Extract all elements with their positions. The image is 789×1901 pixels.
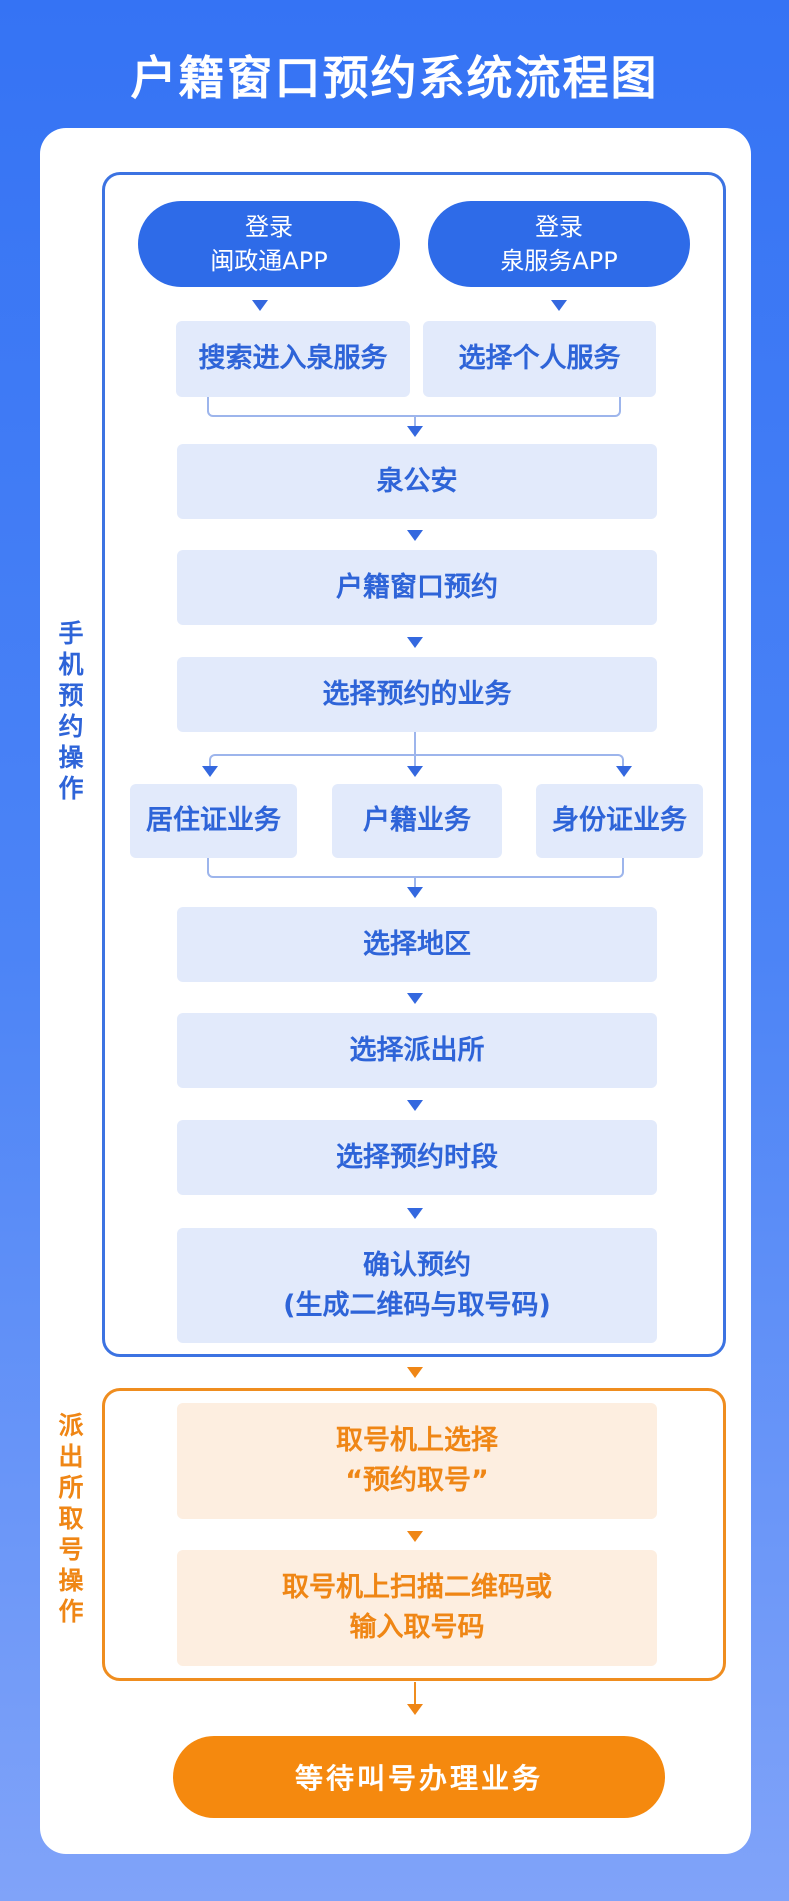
search-quanfuwu-node: 搜索进入泉服务 <box>176 321 410 397</box>
node-text: 闽政通APP <box>210 247 328 275</box>
arrow-icon <box>551 300 567 311</box>
arrow-icon <box>202 766 218 777</box>
station-section-frame <box>102 1388 726 1681</box>
arrow-icon <box>407 530 423 541</box>
node-text: 输入取号码 <box>349 1612 485 1643</box>
page-title: 户籍窗口预约系统流程图 <box>130 51 659 105</box>
login-quanfuwu-node: 登录泉服务APP <box>428 201 690 287</box>
arrow-icon <box>407 1367 423 1378</box>
login-minzhengtong-node: 登录闽政通APP <box>138 201 400 287</box>
step-node: 选择派出所 <box>177 1013 657 1088</box>
arrow-icon <box>407 993 423 1004</box>
arrow-icon <box>407 766 423 777</box>
node-text: 登录 <box>535 213 583 241</box>
node-text: 确认预约 <box>363 1249 471 1281</box>
connector-line <box>414 1682 416 1706</box>
arrow-icon <box>407 1100 423 1111</box>
branch-connector <box>209 754 624 768</box>
arrow-icon <box>407 1704 423 1715</box>
connector-line <box>414 417 416 427</box>
station-section-label: 派出所取号操作 <box>55 1412 84 1629</box>
id-card-node: 身份证业务 <box>536 784 703 858</box>
station-step-node: 取号机上选择 “预约取号” <box>177 1403 657 1519</box>
step-node: 选择预约的业务 <box>177 657 657 732</box>
select-personal-service-node: 选择个人服务 <box>423 321 656 397</box>
connector-line <box>414 732 416 767</box>
step-node: 选择地区 <box>177 907 657 982</box>
step-node: 选择预约时段 <box>177 1120 657 1195</box>
node-text: 泉服务APP <box>500 247 618 275</box>
step-node: 泉公安 <box>177 444 657 519</box>
online-section-label: 手机预约操作 <box>55 620 84 806</box>
node-text: (生成二维码与取号码) <box>283 1289 551 1321</box>
connector-line <box>414 878 416 888</box>
online-section-frame <box>102 172 726 1357</box>
node-text: 登录 <box>245 213 293 241</box>
residence-permit-node: 居住证业务 <box>130 784 297 858</box>
station-step-node: 取号机上扫描二维码或输入取号码 <box>177 1550 657 1666</box>
household-node: 户籍业务 <box>332 784 502 858</box>
node-text: “预约取号” <box>345 1465 489 1496</box>
step-node: 户籍窗口预约 <box>177 550 657 625</box>
arrow-icon <box>252 300 268 311</box>
arrow-icon <box>407 637 423 648</box>
confirm-node: 确认预约 (生成二维码与取号码) <box>177 1228 657 1343</box>
node-text: 取号机上扫描二维码或 <box>282 1572 552 1603</box>
merge-connector <box>207 397 621 417</box>
arrow-icon <box>407 887 423 898</box>
arrow-icon <box>616 766 632 777</box>
final-node: 等待叫号办理业务 <box>173 1736 665 1818</box>
arrow-icon <box>407 1531 423 1542</box>
node-text: 取号机上选择 <box>336 1425 498 1456</box>
arrow-icon <box>407 426 423 437</box>
merge-connector <box>207 858 624 878</box>
arrow-icon <box>407 1208 423 1219</box>
